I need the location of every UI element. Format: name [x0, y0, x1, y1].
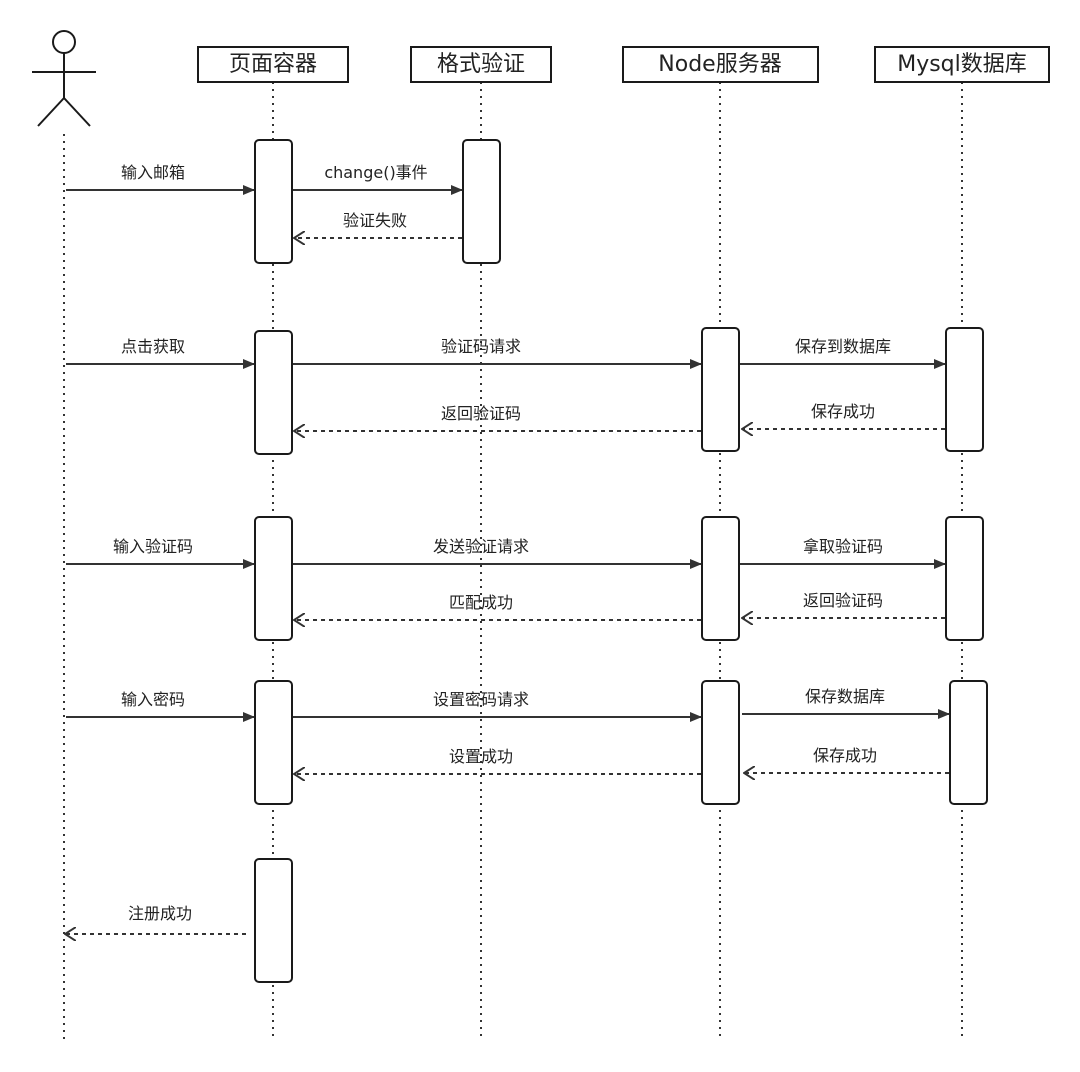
participant-node: Node服务器 — [622, 46, 819, 83]
message-label-5: 保存到数据库 — [795, 337, 891, 356]
participant-validate-label: 格式验证 — [437, 52, 525, 77]
activation-page-5 — [254, 858, 293, 983]
message-label-8: 输入验证码 — [113, 537, 193, 556]
message-label-1: change()事件 — [324, 163, 427, 182]
activation-page-1 — [254, 139, 293, 264]
message-label-18: 注册成功 — [128, 904, 192, 923]
message-label-10: 拿取验证码 — [803, 537, 883, 556]
activation-page-4 — [254, 680, 293, 805]
activation-node-4 — [701, 680, 740, 805]
message-label-15: 保存数据库 — [805, 687, 885, 706]
message-label-0: 输入邮箱 — [121, 163, 185, 182]
message-label-13: 输入密码 — [121, 690, 185, 709]
activation-node-2 — [701, 327, 740, 452]
message-label-14: 设置密码请求 — [433, 690, 529, 709]
participant-mysql: Mysql数据库 — [874, 46, 1050, 83]
activation-page-2 — [254, 330, 293, 455]
participant-page-label: 页面容器 — [229, 52, 317, 77]
message-label-2: 验证失败 — [343, 211, 407, 230]
activation-node-3 — [701, 516, 740, 641]
message-label-4: 验证码请求 — [441, 337, 521, 356]
message-label-11: 返回验证码 — [803, 591, 883, 610]
participant-node-label: Node服务器 — [658, 52, 781, 77]
activation-mysql-4 — [949, 680, 988, 805]
message-label-9: 发送验证请求 — [433, 537, 529, 556]
message-label-12: 匹配成功 — [449, 593, 513, 612]
participant-validate: 格式验证 — [410, 46, 552, 83]
message-label-6: 保存成功 — [811, 402, 875, 421]
message-label-17: 设置成功 — [449, 747, 513, 766]
activation-page-3 — [254, 516, 293, 641]
activation-mysql-2 — [945, 327, 984, 452]
participant-mysql-label: Mysql数据库 — [897, 52, 1027, 77]
actor-user-icon — [32, 30, 96, 127]
activation-mysql-3 — [945, 516, 984, 641]
message-label-7: 返回验证码 — [441, 404, 521, 423]
message-label-3: 点击获取 — [121, 337, 185, 356]
participant-page: 页面容器 — [197, 46, 349, 83]
message-label-16: 保存成功 — [813, 746, 877, 765]
activation-validate-1 — [462, 139, 501, 264]
